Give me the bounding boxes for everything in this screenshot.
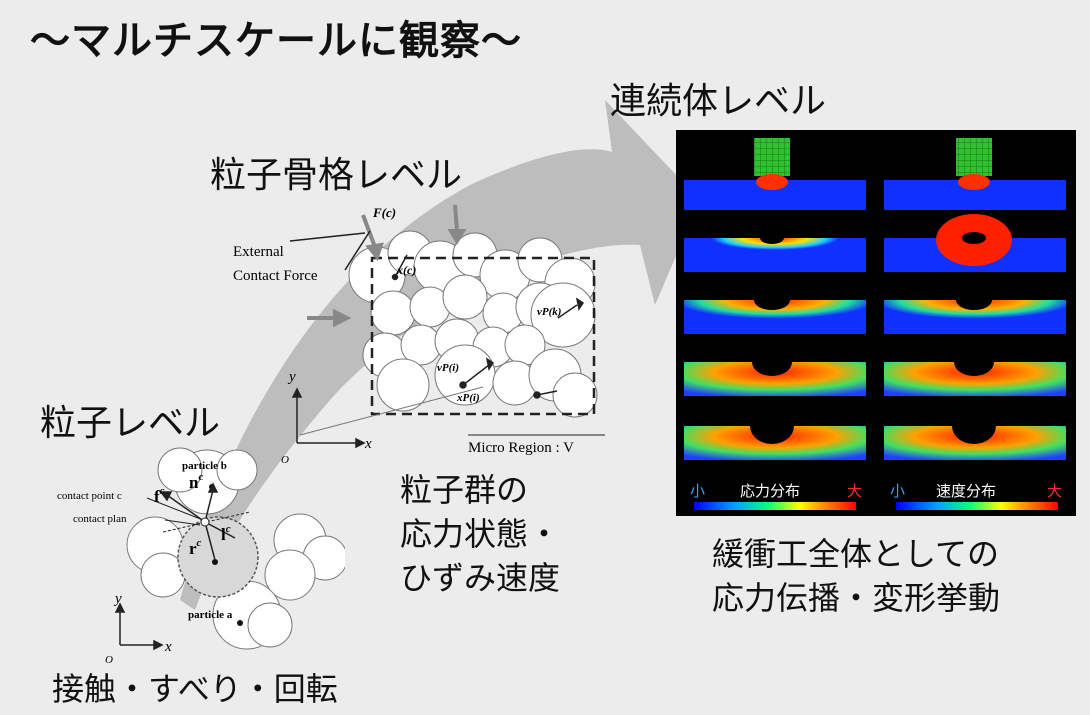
contact-point-label: contact point c: [57, 490, 122, 502]
particle-a-label: particle a: [188, 609, 233, 621]
velocity-small-label: 小: [890, 482, 906, 500]
skeleton-axis-x: x: [364, 436, 372, 452]
stress-large-label: 大: [846, 482, 862, 500]
xc-label: x(c): [396, 263, 416, 277]
stress-colorbar: [694, 502, 856, 510]
external-label-2: Contact Force: [233, 268, 318, 284]
simulation-figure: [684, 138, 1066, 510]
xpi-label: xP(i): [456, 392, 480, 404]
skeleton-desc-line-3: ひずみ速度: [400, 559, 561, 597]
particle-axis-x: x: [164, 639, 172, 655]
page-title: ～マルチスケールに観察～: [30, 18, 522, 64]
skeleton-description: 粒子群の 応力状態・ ひずみ速度: [400, 468, 560, 600]
l-label: lc: [221, 523, 231, 544]
n-label: nc: [189, 471, 203, 492]
particle-contact-diagram: particle b particle a contact point c co…: [57, 447, 345, 665]
velocity-legend-label: 速度分布: [936, 482, 997, 500]
stress-small-label: 小: [690, 482, 706, 500]
vpk-label: vP(k): [537, 306, 561, 318]
skeleton-axis-y: y: [287, 369, 296, 385]
skeleton-desc-line-2: 応力状態・: [400, 515, 561, 553]
simulation-panel: 小 応力分布 大 小 速度分布 大: [676, 130, 1076, 516]
continuum-description: 緩衝工全体としての 応力伝播・変形挙動: [712, 532, 1000, 620]
velocity-colorbar: [896, 502, 1058, 510]
contact-caption: 接触・すべり・回転: [52, 670, 338, 708]
micro-region-label: Micro Region : V: [468, 440, 574, 456]
contact-plan-label: contact plan: [73, 513, 127, 525]
f-label: fc: [154, 485, 165, 506]
continuum-desc-line-1: 緩衝工全体としての: [712, 535, 1000, 573]
particle-origin: O: [105, 654, 113, 665]
stress-legend-label: 応力分布: [740, 482, 801, 500]
force-label: F(c): [372, 205, 396, 220]
skeleton-level-heading: 粒子骨格レベル: [210, 155, 463, 196]
particle-skeleton-diagram: F(c) External Contact Force x(c) vP(k) v…: [233, 204, 605, 465]
particle-b-label: particle b: [182, 460, 227, 472]
skeleton-desc-line-1: 粒子群の: [400, 471, 529, 509]
vpi-label: vP(i): [437, 362, 459, 374]
continuum-level-heading: 連続体レベル: [610, 81, 827, 122]
skeleton-origin: O: [281, 454, 289, 465]
particle-level-heading: 粒子レベル: [40, 403, 221, 444]
continuum-desc-line-2: 応力伝播・変形挙動: [712, 579, 1001, 617]
velocity-large-label: 大: [1046, 482, 1062, 500]
external-label-1: External: [233, 244, 284, 260]
r-label: rc: [189, 537, 202, 558]
particle-axis-y: y: [113, 591, 122, 607]
